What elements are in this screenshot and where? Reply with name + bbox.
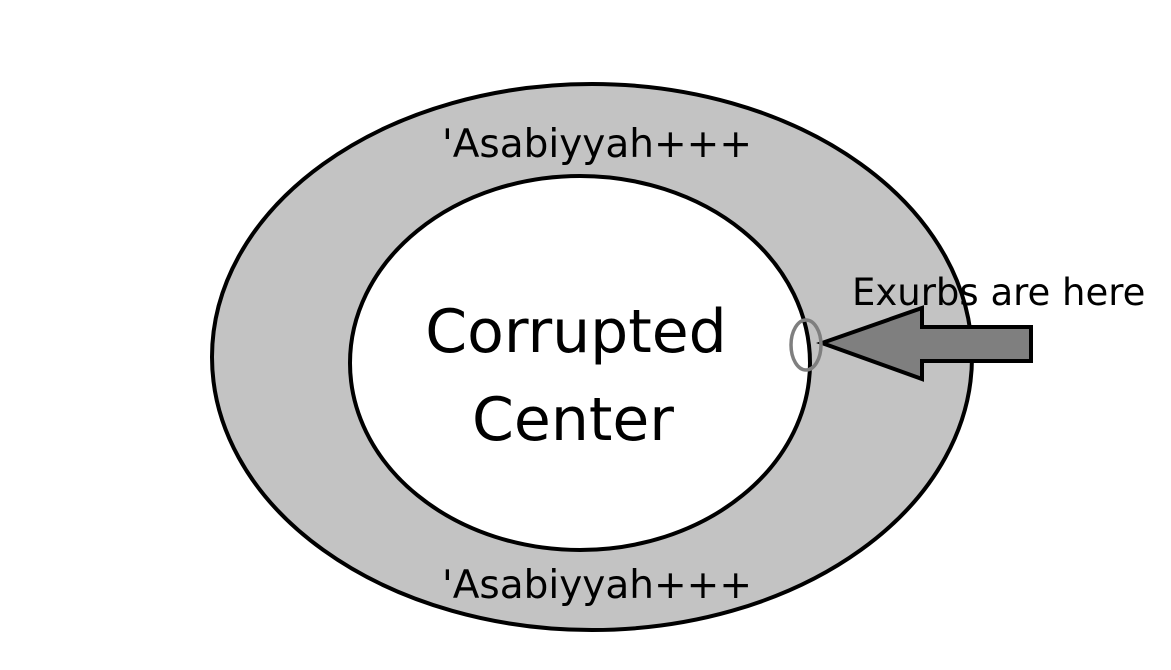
callout-arrow (816, 305, 1033, 382)
center-label-line2: Center (472, 385, 674, 455)
center-label-line1: Corrupted (425, 297, 727, 367)
outer-ring-bottom-label: 'Asabiyyah+++ (442, 563, 752, 608)
inner-core (348, 174, 812, 552)
outer-ring-top-label: 'Asabiyyah+++ (442, 122, 752, 167)
callout-label: Exurbs are here (852, 271, 1145, 314)
exurb-marker (789, 318, 823, 372)
